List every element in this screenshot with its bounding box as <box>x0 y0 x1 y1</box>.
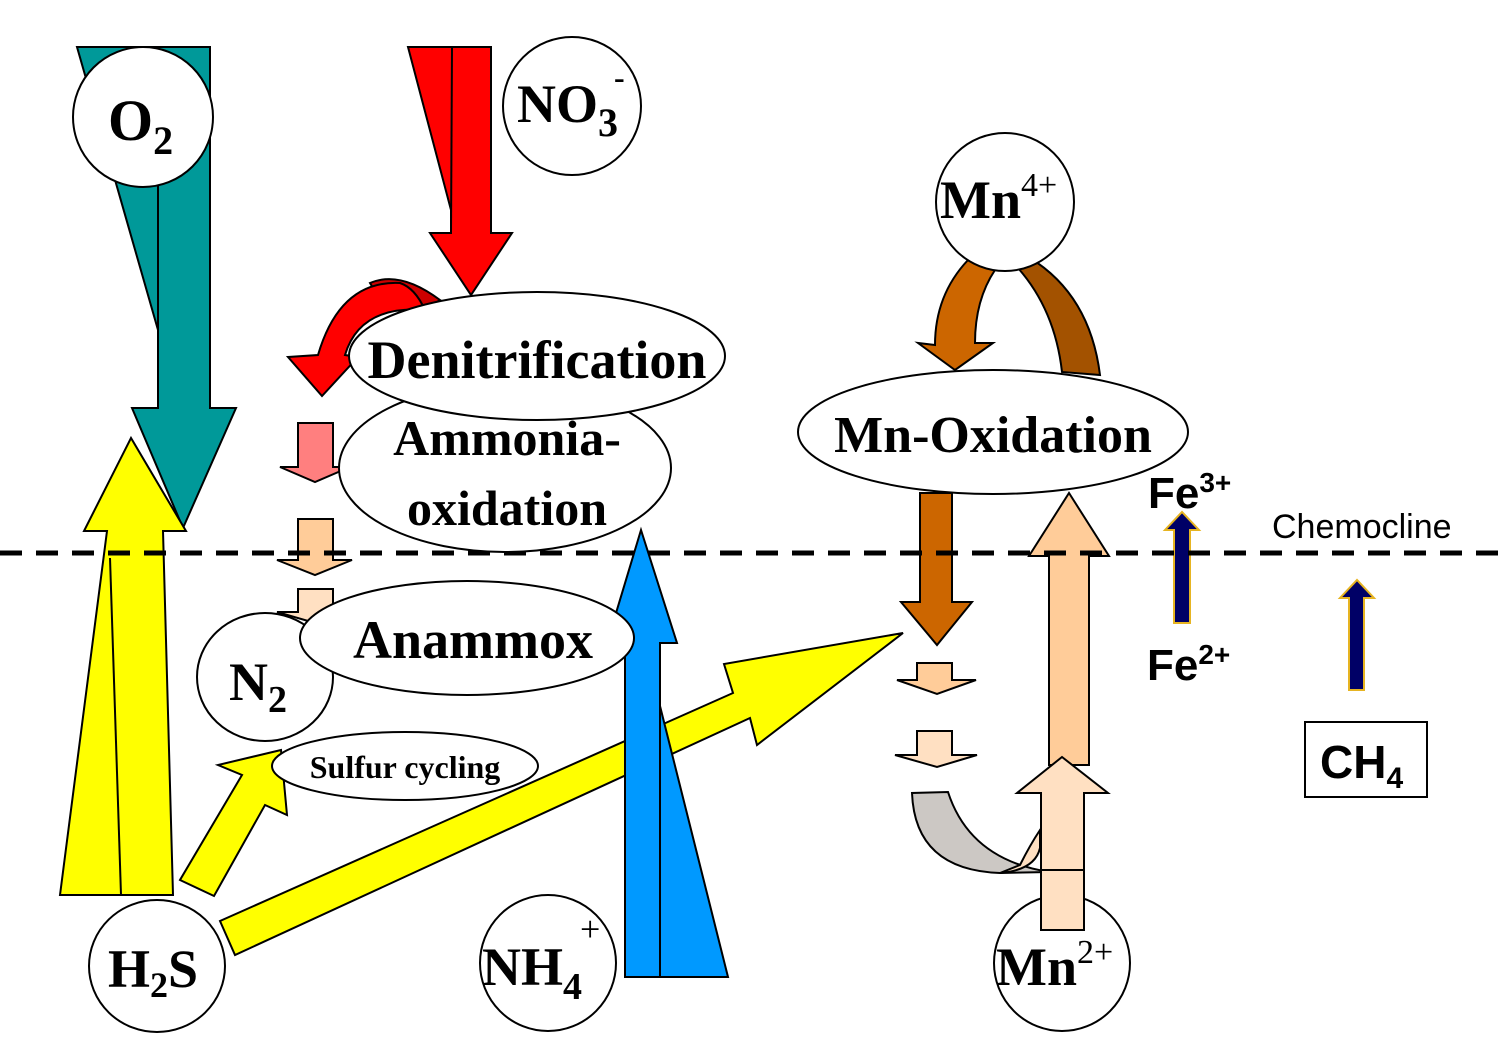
anammox-process: Anammox <box>299 580 635 696</box>
n2-node: N2 <box>196 612 334 742</box>
sulfide-to-sulfur-cycling-arrow <box>178 748 289 898</box>
fe2-label: Fe2+ <box>1147 639 1230 690</box>
mn2-node: Mn2+ <box>993 894 1131 1032</box>
methane-flux-arrow <box>1337 578 1377 691</box>
sulfur-cycling-process: Sulfur cycling <box>271 731 539 801</box>
ammonia-oxidation-process: Ammonia- oxidation <box>338 383 672 553</box>
svg-text:NH4+: NH4+ <box>482 909 600 1008</box>
svg-text:H2S: H2S <box>108 939 198 1005</box>
mn-step-arrow-1 <box>896 662 977 696</box>
svg-text:CH4: CH4 <box>1320 736 1403 795</box>
svg-text:O2: O2 <box>108 88 173 163</box>
svg-text:Sulfur cycling: Sulfur cycling <box>310 749 501 785</box>
mn2-upward-arrow <box>1027 491 1111 766</box>
svg-text:Mn-Oxidation: Mn-Oxidation <box>834 407 1152 464</box>
svg-text:Denitrification: Denitrification <box>368 330 707 390</box>
mn-step-arrow-2 <box>894 730 978 769</box>
mn-oxidation-process: Mn-Oxidation <box>797 369 1189 495</box>
svg-text:N2: N2 <box>229 652 287 721</box>
svg-text:Mn4+: Mn4+ <box>940 167 1057 230</box>
oxygen-node: O2 <box>72 46 214 188</box>
nitrate-flux-arrow <box>406 46 514 297</box>
fe3-label: Fe3+ <box>1148 467 1231 518</box>
sulfide-to-mn-arrow <box>218 632 904 957</box>
mn4-node: Mn4+ <box>935 132 1075 272</box>
h2s-node: H2S <box>88 899 226 1033</box>
chemocline-label: Chemocline <box>1272 508 1452 546</box>
svg-text:NO3-: NO3- <box>517 59 625 145</box>
denitrification-process: Denitrification <box>348 291 726 421</box>
svg-text:Mn2+: Mn2+ <box>996 934 1113 997</box>
mn2-arrow-overlay <box>1040 869 1085 931</box>
sulfide-flux-arrow <box>58 435 188 896</box>
fe-oxidation-arrow <box>1162 510 1202 624</box>
mn-oxidation-to-mn4-arrow <box>1016 256 1102 377</box>
mn-reduction-curved-arrow <box>910 790 1051 875</box>
svg-text:Anammox: Anammox <box>353 610 593 670</box>
nitrite-arrow <box>279 422 351 484</box>
ammonium-flux-arrow <box>605 526 730 978</box>
denitrification-curved-arrow <box>285 278 442 398</box>
methane-node: CH4 <box>1304 721 1428 798</box>
nitrogen-step-arrow <box>276 518 353 577</box>
mn4-to-mn-oxidation-arrow <box>914 258 997 372</box>
mn-oxidation-down-arrow <box>898 492 975 647</box>
nitrate-node: NO3- <box>502 36 642 176</box>
ammonium-node: NH4+ <box>479 894 617 1032</box>
svg-text:oxidation: oxidation <box>407 480 607 536</box>
